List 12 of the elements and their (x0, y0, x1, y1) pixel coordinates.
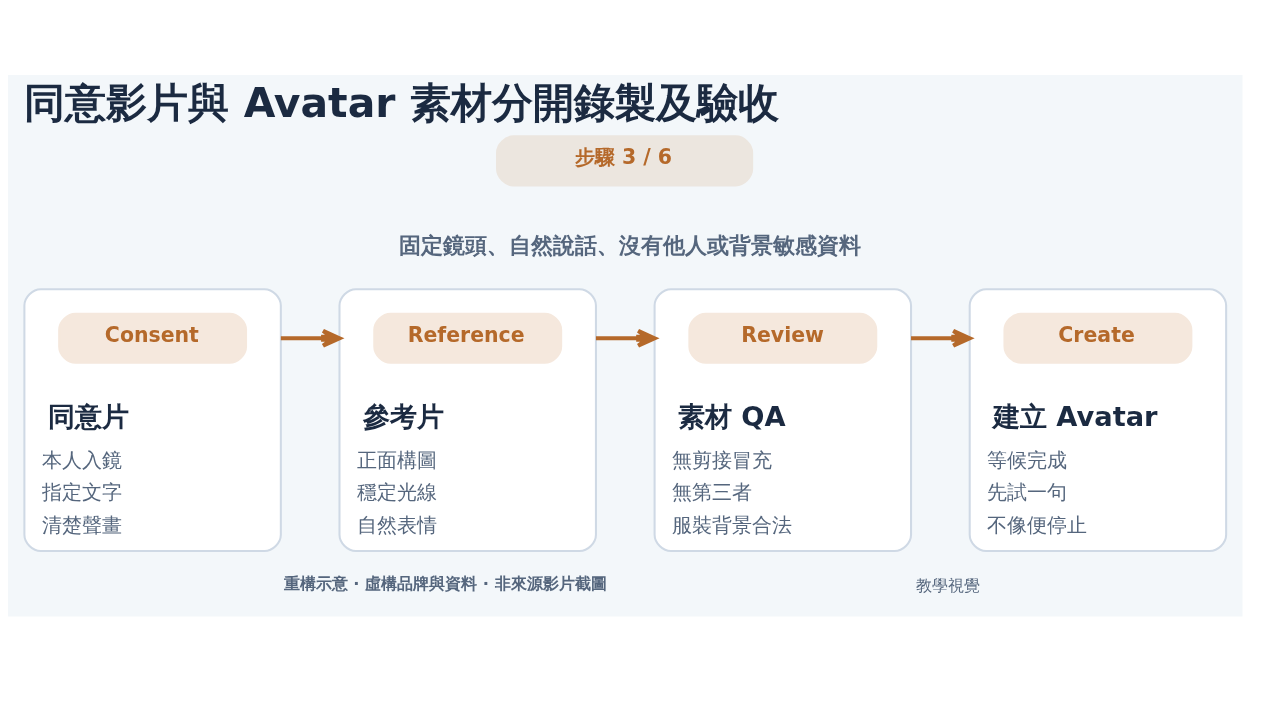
arrow (280, 328, 342, 348)
node-box: Reference (373, 312, 563, 364)
node-box: Create (1003, 312, 1193, 364)
node-box: Consent (58, 312, 248, 364)
label: 固定鏡頭、自然說話、沒有他人或背景敏感資料 (398, 232, 861, 258)
arrow (911, 328, 972, 348)
diagram-title: 同意影片與 Avatar 素材分開錄製及驗收 (24, 78, 779, 127)
arrow (595, 328, 657, 348)
node-box: Review (688, 312, 878, 364)
label: 重構示意 · 虛構品牌與資料 · 非來源影片截圖 (283, 573, 607, 593)
node-box: 步驟 3 / 6 (496, 134, 754, 186)
label: 教學視覺 (915, 575, 980, 595)
